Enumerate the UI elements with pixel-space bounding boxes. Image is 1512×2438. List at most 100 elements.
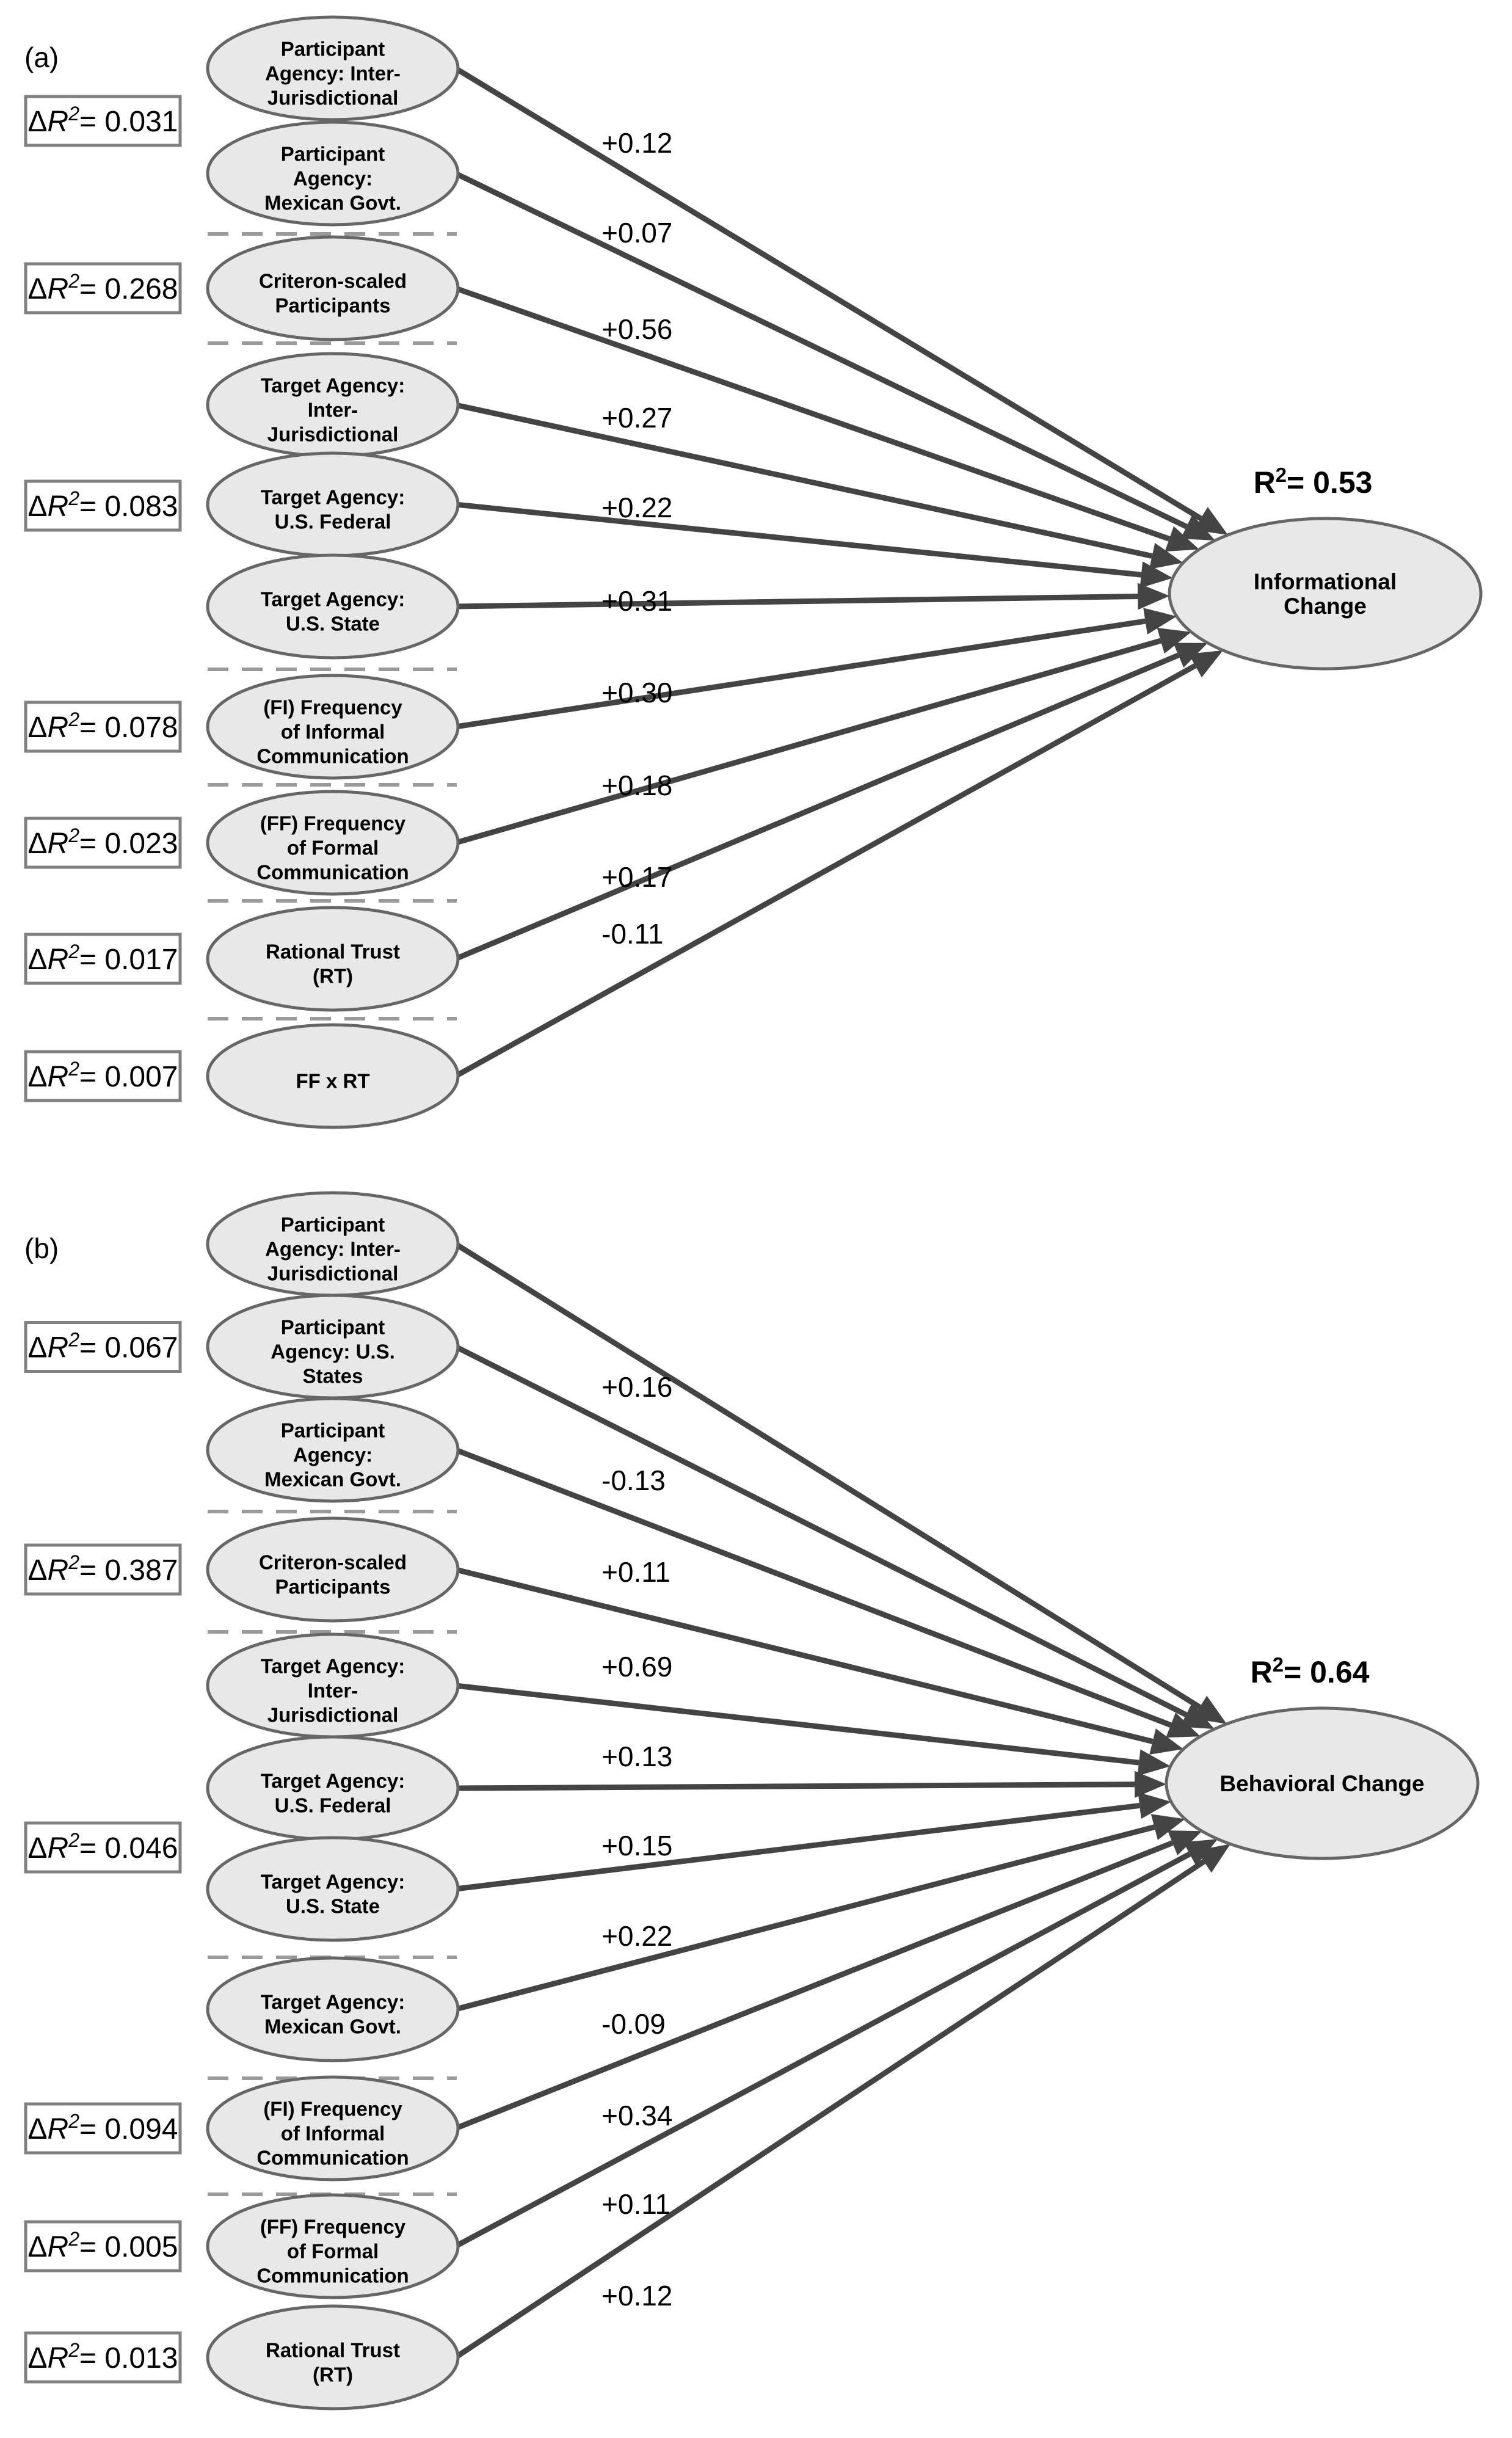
panel-labels-layer: (a)R2= 0.53(b)R2= 0.64 [24, 42, 1372, 1689]
predictor-label: Target Agency: [261, 1991, 405, 2014]
predictor-ellipse [206, 1956, 460, 2062]
predictor-label: FF x RT [296, 1070, 370, 1093]
predictor-ellipse [206, 1397, 460, 1503]
predictor-ellipse [206, 1516, 460, 1623]
arrowhead-icon [1139, 561, 1173, 589]
arrowhead-icon [1134, 1770, 1167, 1798]
predictor-node: Target Agency:Inter-Jurisdictional [206, 1632, 460, 1739]
edge-line [455, 1781, 1135, 1791]
predictor-ellipse [206, 790, 460, 896]
arrowhead-icon [1180, 1703, 1215, 1730]
path-coefficient: +0.34 [602, 2100, 672, 2131]
edge-line [455, 402, 1153, 559]
predictor-label: (FF) Frequency [260, 2216, 406, 2238]
arrowhead-icon [1188, 650, 1223, 678]
arrowhead-icon [1138, 1792, 1171, 1819]
edge-line [454, 1344, 1188, 1717]
path-edge [455, 1683, 1171, 1777]
predictor-label: Criteron-scaled [259, 1551, 407, 1574]
path-coefficient: +0.07 [602, 217, 672, 249]
predictor-label: (FI) Frequency [263, 696, 402, 719]
predictor-ellipse [206, 2075, 460, 2181]
arrowhead-icon [1165, 526, 1199, 552]
outcome-label: Behavioral Change [1219, 1771, 1424, 1796]
arrowhead-icon [1196, 1844, 1230, 1873]
predictor-node: FF x RT [206, 1023, 460, 1129]
path-coefficient: +0.56 [602, 313, 672, 345]
predictor-label: Participant [281, 1316, 385, 1339]
predictor-label: Rational Trust [266, 2339, 400, 2362]
path-coefficient: -0.09 [602, 2008, 666, 2040]
predictor-label: (FF) Frequency [260, 812, 406, 835]
edge-line [454, 1242, 1202, 1710]
delta-r2-value: ΔR2= 0.067 [27, 1329, 178, 1364]
delta-r2-box-frame [24, 817, 182, 869]
panel-label-a: (a) [24, 42, 59, 73]
predictor-label: Communication [256, 745, 409, 768]
predictor-label: Jurisdictional [267, 1262, 399, 1285]
outcome-ellipse [1168, 517, 1483, 671]
predictor-label: Target Agency: [261, 588, 405, 611]
path-coefficient: +0.11 [602, 1556, 671, 1588]
path-coefficient: +0.16 [602, 1371, 672, 1403]
edge-line [455, 618, 1146, 730]
predictor-ellipse [206, 906, 460, 1012]
predictor-label: U.S. Federal [275, 1794, 391, 1817]
path-coefficient: +0.11 [602, 2188, 671, 2220]
predictor-node: Target Agency:U.S. State [206, 553, 460, 660]
delta-r2-box: ΔR2= 0.007 [24, 1050, 182, 1102]
predictor-label: of Informal [281, 721, 385, 743]
r-squared-label: R2= 0.64 [1251, 1653, 1370, 1690]
delta-r2-box: ΔR2= 0.268 [24, 262, 182, 315]
panel-label-b: (b) [24, 1232, 59, 1264]
path-edge [454, 650, 1223, 1079]
predictor-label: Target Agency: [261, 1655, 405, 1678]
predictor-ellipse [206, 235, 460, 341]
delta-r2-box: ΔR2= 0.387 [24, 1543, 182, 1596]
predictor-label: Agency: [293, 167, 373, 190]
arrowhead-icon [1149, 1728, 1183, 1755]
delta-r2-value: ΔR2= 0.078 [27, 708, 178, 744]
separators-layer [208, 232, 457, 2196]
predictor-label: Participants [275, 1576, 391, 1598]
edges-layer [454, 66, 1230, 2360]
delta-r2-box-frame [24, 2331, 182, 2384]
arrowhead-icon [1150, 1814, 1185, 1840]
arrowhead-icon [1166, 1712, 1201, 1738]
path-coefficient: +0.30 [602, 677, 672, 708]
delta-r2-box: ΔR2= 0.023 [24, 817, 182, 869]
delta-r2-box-frame [24, 479, 182, 532]
predictor-label: Target Agency: [261, 486, 405, 509]
predictor-label: Communication [256, 2265, 409, 2287]
predictor-label: Agency: U.S. [271, 1341, 395, 1363]
path-edge [455, 501, 1173, 589]
edge-line [454, 1840, 1174, 2131]
predictor-label: of Informal [281, 2122, 385, 2145]
path-coefficient: +0.17 [602, 861, 672, 893]
edge-line [454, 66, 1202, 521]
path-coefficient: +0.12 [602, 2280, 672, 2312]
delta-r2-box-frame [24, 1050, 182, 1102]
delta-r2-value: ΔR2= 0.268 [27, 270, 178, 305]
outcome-label: Informational [1254, 569, 1397, 594]
delta-r2-box-frame [24, 2102, 182, 2155]
path-edge [454, 66, 1228, 535]
path-coefficient: +0.31 [602, 585, 672, 617]
delta-r2-box: ΔR2= 0.031 [24, 95, 182, 147]
predictor-label: Mexican Govt. [264, 1468, 401, 1491]
predictor-ellipse [206, 2193, 460, 2299]
predictor-ellipse [206, 2304, 460, 2411]
path-coefficient: +0.69 [602, 1651, 672, 1683]
predictor-label: Inter- [308, 1679, 358, 1702]
path-edge [454, 170, 1215, 540]
predictor-node: Target Agency:Inter-Jurisdictional [206, 352, 460, 458]
